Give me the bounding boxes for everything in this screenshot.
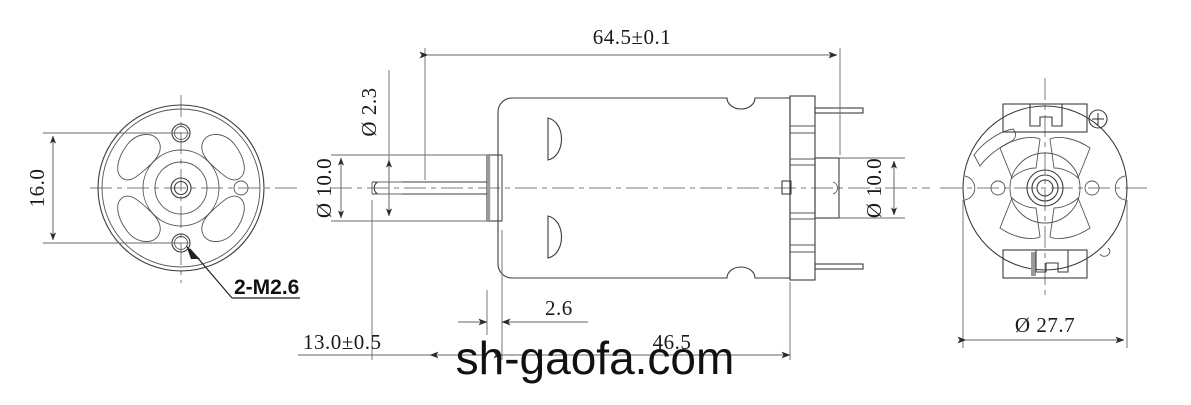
dim-bolt-spacing: 16.0 — [25, 132, 181, 244]
right-view-outer-circle — [962, 105, 1128, 271]
vent-lower-left — [999, 197, 1041, 239]
terminal-tabs — [814, 107, 864, 270]
vent-slot-top-right — [201, 134, 245, 181]
terminal-bottom-contact — [1035, 250, 1069, 273]
right-view-bearing-mid — [1031, 174, 1059, 202]
callout-thread-label: 2-M2.6 — [234, 276, 299, 299]
dim-rear-boss-diameter: Ø 10.0 — [839, 157, 905, 219]
dim-front-boss-diameter: Ø 10.0 — [312, 154, 487, 222]
dim-front-boss-label: Ø 10.0 — [312, 158, 336, 218]
right-view-hole-left — [990, 180, 1006, 196]
right-view-vents — [999, 137, 1091, 239]
terminal-bottom-shadow — [1031, 252, 1036, 276]
vent-upper-left — [999, 137, 1041, 179]
dim-overall-label: 64.5±0.1 — [593, 25, 672, 49]
right-view-shaft-hole — [1036, 179, 1054, 197]
right-view-notch-left — [964, 175, 976, 201]
vent-slot-bottom-right — [201, 195, 245, 242]
shaft-end-round — [373, 181, 379, 195]
dim-shaft-length-label: 13.0±0.5 — [303, 330, 382, 354]
left-end-view: 16.0 2-M2.6 — [25, 95, 300, 299]
dim-rear-boss-label: Ø 10.0 — [862, 158, 886, 218]
left-view-outer-circle — [97, 104, 265, 272]
dim-boss-length-label: 2.6 — [545, 296, 573, 320]
motor-can-outline — [497, 97, 791, 279]
right-view-small-notch — [1099, 247, 1111, 257]
vent-lower-right — [1049, 197, 1091, 239]
vent-slot-top-left — [117, 134, 161, 181]
rear-boss-round — [832, 181, 838, 195]
left-view-shaft-inner — [173, 180, 189, 196]
right-view-terminal-top — [1002, 103, 1108, 133]
left-view-boss-mid — [154, 161, 208, 215]
dim-shaft-diameter: Ø 2.3 — [357, 70, 402, 217]
terminal-polarity-positive-circle — [1088, 109, 1108, 129]
left-view-outer-circle-inner — [101, 108, 261, 268]
side-view-front-boss — [486, 154, 503, 222]
dim-body-length: 46.5 — [493, 282, 791, 360]
right-end-view: Ø 27.7 — [940, 78, 1150, 348]
left-view-small-hole — [233, 180, 249, 196]
dim-body-dia-label: Ø 27.7 — [1015, 313, 1075, 337]
callout-thread: 2-M2.6 — [186, 245, 300, 299]
vent-upper-right — [1049, 137, 1091, 179]
dim-overall-length: 64.5±0.1 — [419, 25, 841, 180]
terminal-bottom-housing — [1002, 249, 1088, 279]
dim-body-diameter: Ø 27.7 — [957, 200, 1128, 348]
front-boss-shadow — [487, 155, 491, 221]
vent-tab-upper — [547, 117, 562, 161]
dim-body-length-label: 46.5 — [653, 330, 692, 354]
dim-shaft-length: 13.0±0.5 — [298, 200, 487, 360]
right-view-bearing-outer — [1026, 169, 1064, 207]
right-view-curved-slot — [973, 128, 1016, 167]
dim-bolt-spacing-label: 16.0 — [25, 169, 49, 208]
left-view-shaft-outer — [170, 177, 192, 199]
right-view-terminal-bottom — [1002, 249, 1088, 279]
rear-boss — [814, 157, 840, 219]
side-view-rear-endcap — [781, 95, 864, 281]
dim-shaft-dia-label: Ø 2.3 — [357, 87, 381, 136]
left-view-vent-slots — [117, 134, 245, 242]
site-watermark: sh-gaofa.com — [456, 332, 735, 384]
terminal-tab-upper — [814, 107, 864, 114]
side-view: 64.5±0.1 Ø 2.3 Ø 10.0 — [298, 25, 930, 360]
dim-boss-length: 2.6 — [458, 230, 588, 360]
vent-slot-bottom-left — [117, 195, 161, 242]
side-view-motor-body — [497, 97, 791, 279]
terminal-top-housing — [1002, 103, 1088, 133]
callout-thread-arrowhead — [186, 245, 200, 259]
rear-center-key — [781, 180, 792, 195]
vent-tab-lower — [547, 215, 562, 259]
left-view-boss-outer — [142, 149, 220, 227]
terminal-tab-lower — [814, 263, 864, 270]
terminal-top-contact — [1029, 104, 1063, 127]
right-view-boss-outer — [1009, 152, 1081, 224]
right-view-hole-right — [1084, 180, 1100, 196]
right-view-notch-right — [1114, 175, 1126, 201]
